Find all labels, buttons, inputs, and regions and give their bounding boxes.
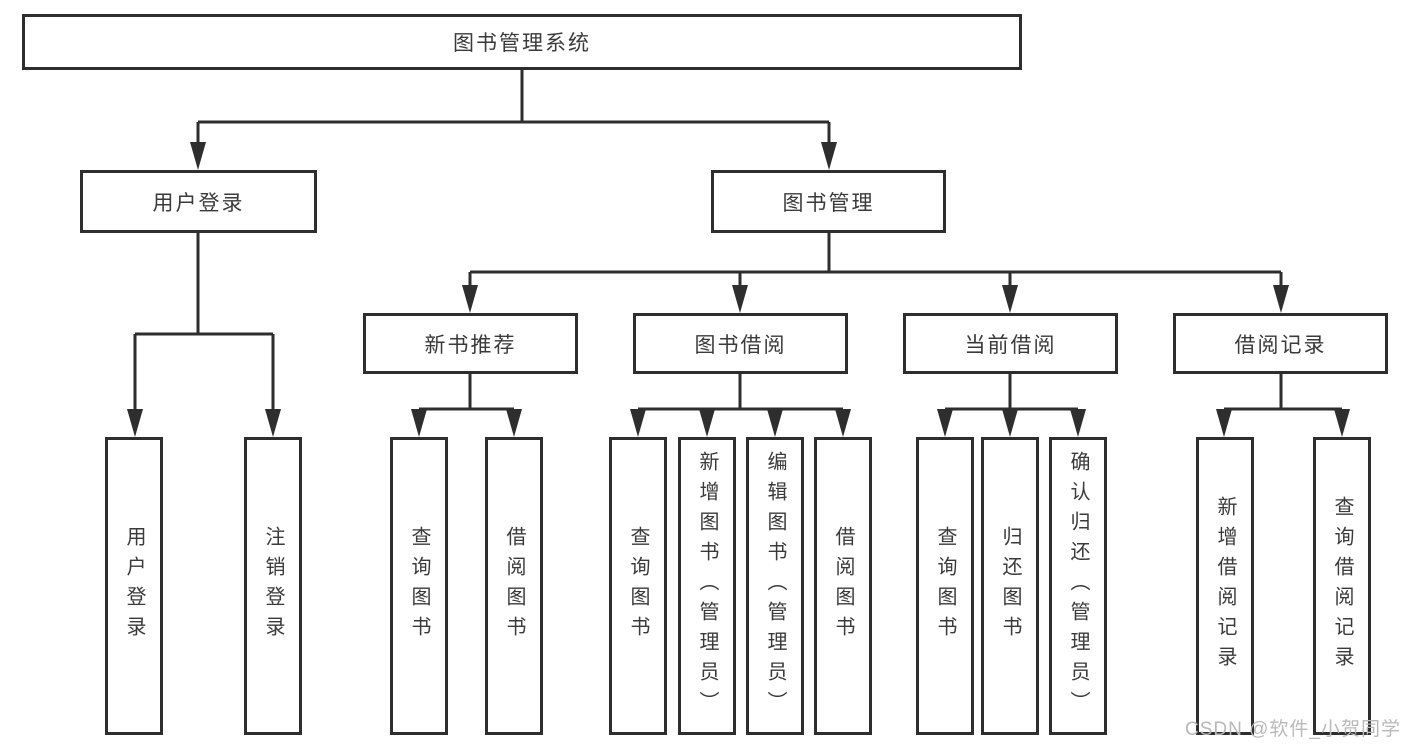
leaf-logout: 注销登录 — [244, 437, 302, 735]
leaf-user-login: 用户登录 — [105, 437, 163, 735]
leaf-label: 用户登录 — [123, 526, 145, 646]
node-book-management: 图书管理 — [711, 170, 946, 233]
leaf-query-borrow-record: 查询借阅记录 — [1313, 437, 1371, 735]
leaf-label: 新增图书（管理员） — [696, 451, 718, 721]
leaf-add-books-admin: 新增图书（管理员） — [678, 437, 736, 735]
leaf-add-borrow-record: 新增借阅记录 — [1196, 437, 1254, 735]
leaf-label: 查询借阅记录 — [1331, 496, 1353, 676]
leaf-label: 注销登录 — [262, 526, 284, 646]
leaf-label: 查询图书 — [408, 526, 430, 646]
leaf-label: 新增借阅记录 — [1214, 496, 1236, 676]
leaf-query-books-current: 查询图书 — [916, 437, 974, 735]
node-user-login: 用户登录 — [80, 170, 317, 233]
leaf-label: 归还图书 — [999, 526, 1021, 646]
leaf-label: 确认归还（管理员） — [1067, 451, 1089, 721]
node-current-borrowing: 当前借阅 — [903, 313, 1118, 374]
leaf-label: 查询图书 — [627, 526, 649, 646]
leaf-edit-books-admin: 编辑图书（管理员） — [746, 437, 804, 735]
leaf-label: 借阅图书 — [832, 526, 854, 646]
node-book-borrowing: 图书借阅 — [633, 313, 848, 374]
node-library-management-system: 图书管理系统 — [22, 14, 1022, 70]
leaf-label: 编辑图书（管理员） — [764, 451, 786, 721]
leaf-borrow-books-borrowing: 借阅图书 — [814, 437, 872, 735]
leaf-confirm-return-admin: 确认归还（管理员） — [1049, 437, 1107, 735]
arrowheads — [127, 142, 1350, 437]
node-new-book-recommendation: 新书推荐 — [363, 313, 578, 374]
node-borrowing-records: 借阅记录 — [1173, 313, 1388, 374]
leaf-borrow-books-recommend: 借阅图书 — [485, 437, 543, 735]
leaf-query-books-recommend: 查询图书 — [390, 437, 448, 735]
leaf-label: 借阅图书 — [503, 526, 525, 646]
watermark: CSDN @软件_小贺同学 — [1185, 719, 1401, 740]
leaf-label: 查询图书 — [934, 526, 956, 646]
leaf-return-books: 归还图书 — [981, 437, 1039, 735]
leaf-query-books-borrowing: 查询图书 — [609, 437, 667, 735]
